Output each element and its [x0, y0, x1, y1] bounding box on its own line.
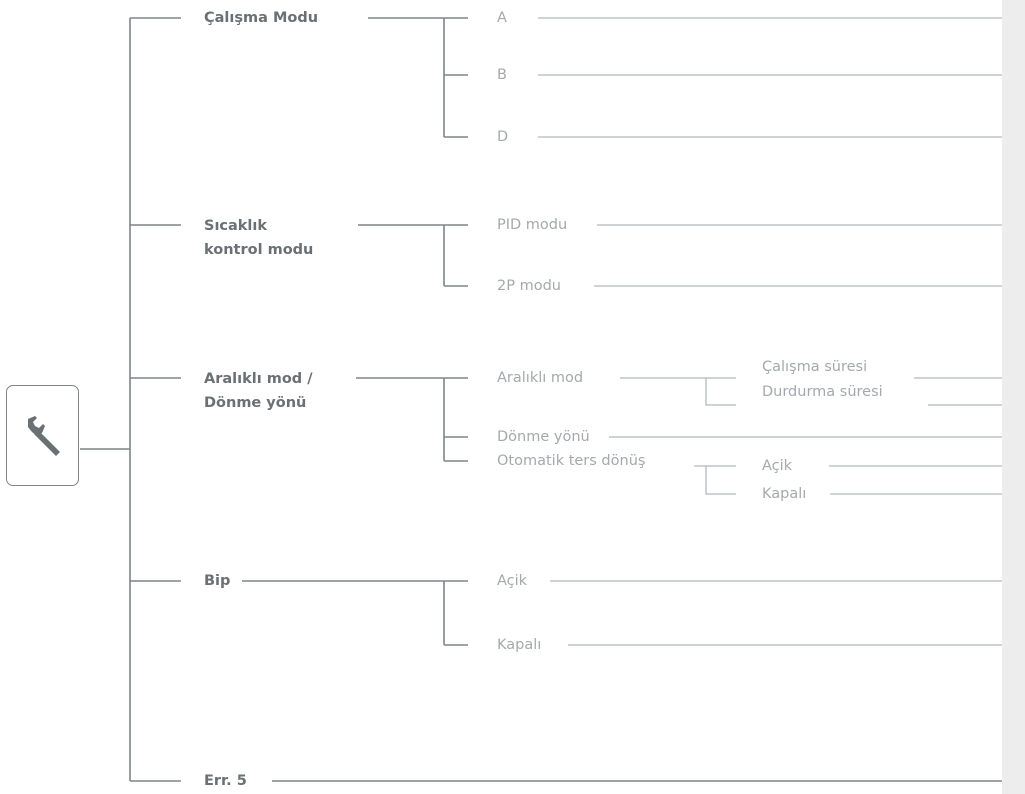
option-otomatik-ters-donus[interactable]: Otomatik ters dönüş [497, 453, 646, 469]
wrench-icon [28, 416, 60, 456]
option-bip-acik[interactable]: Açik [497, 573, 528, 589]
trunk-aralikli-sub [705, 378, 736, 406]
option-bip-kapali[interactable]: Kapalı [497, 637, 542, 653]
menu-bip[interactable]: Bip [204, 573, 231, 589]
menu-err5[interactable]: Err. 5 [204, 773, 247, 789]
option-a[interactable]: A [497, 10, 507, 26]
menu-sicaklik-kontrol[interactable]: Sıcaklık kontrol modu [204, 218, 314, 258]
option-donme-yonu[interactable]: Dönme yönü [497, 429, 590, 445]
menu-calisma-modu[interactable]: Çalışma Modu [204, 10, 319, 26]
menu-aralikli-donme[interactable]: Aralıklı mod / Dönme yönü [204, 371, 313, 411]
option-aralikli-mod[interactable]: Aralıklı mod [497, 370, 584, 386]
option-b[interactable]: B [497, 67, 507, 83]
right-margin-band [1002, 0, 1025, 794]
option-2p-modu[interactable]: 2P modu [497, 278, 561, 294]
option-pid-modu[interactable]: PID modu [497, 217, 568, 233]
option-durdurma-suresi[interactable]: Durdurma süresi [762, 384, 883, 400]
option-calisma-suresi[interactable]: Çalışma süresi [762, 359, 868, 375]
trunk-otomatik-sub [705, 466, 736, 495]
option-otomatik-kapali[interactable]: Kapalı [762, 486, 807, 502]
option-otomatik-acik[interactable]: Açik [762, 458, 793, 474]
settings-button[interactable] [6, 385, 79, 486]
option-d[interactable]: D [497, 129, 509, 145]
